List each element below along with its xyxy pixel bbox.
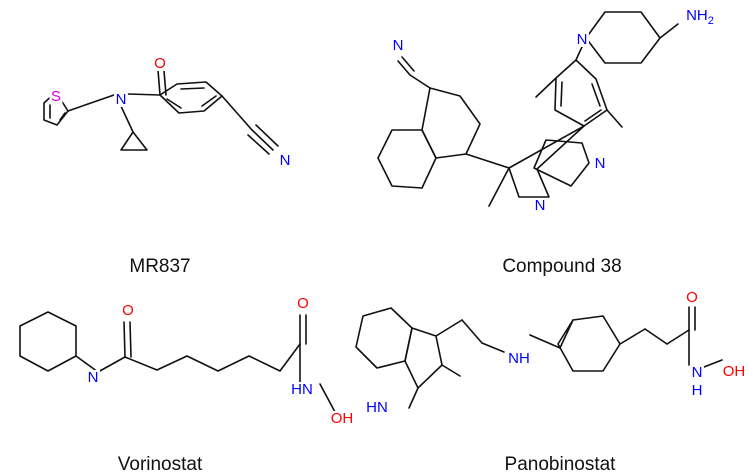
vorinostat-amide-nitrogen: N [88, 369, 99, 386]
vorinostat-amide-oxygen: O [122, 302, 134, 319]
compound38-piperidine-nitrogen: N [577, 31, 588, 48]
molecule-vorinostat: N O O HN OH Vorinostat [19, 295, 355, 475]
compound38-nitrile-nitrogen: N [393, 37, 404, 54]
mr837-sulfur: S [51, 88, 61, 105]
molecule-mr837: S N O N MR837 [43, 55, 292, 277]
panobinostat-hydroxamate-nitrogen: N [692, 364, 703, 381]
panobinostat-hydroxamate-h: H [692, 382, 703, 399]
molecule-compound-38: N N N N NH2 Compound 38 [377, 7, 716, 277]
panobinostat-amine-nh: NH [508, 350, 530, 367]
compound38-imidazole-n-methyl: N [535, 197, 546, 214]
compound38-bonds [377, 11, 679, 207]
panobinostat-carbonyl-oxygen: O [686, 289, 698, 306]
panobinostat-indole-nh: HN [366, 399, 388, 416]
mr837-bonds [43, 69, 279, 155]
vorinostat-bonds [19, 311, 336, 413]
vorinostat-hydroxamate-oxygen: O [297, 295, 309, 312]
vorinostat-hydroxyl: OH [331, 410, 354, 427]
caption-panobinostat: Panobinostat [505, 454, 617, 475]
caption-compound-38: Compound 38 [502, 256, 621, 277]
molecule-panobinostat: HN NH O N OH H Panobinostat [355, 289, 747, 475]
caption-mr837: MR837 [129, 256, 190, 277]
mr837-carbonyl-oxygen: O [154, 55, 166, 72]
panobinostat-hydroxyl: OH [723, 363, 746, 380]
compound38-amine: NH2 [686, 7, 714, 27]
mr837-amide-nitrogen: N [116, 91, 127, 108]
compound38-imidazole-nitrogen: N [595, 155, 606, 172]
vorinostat-hydroxamate-nh: HN [291, 381, 313, 398]
mr837-nitrile-nitrogen: N [280, 152, 291, 169]
caption-vorinostat: Vorinostat [118, 454, 203, 475]
panobinostat-bonds [355, 306, 723, 409]
